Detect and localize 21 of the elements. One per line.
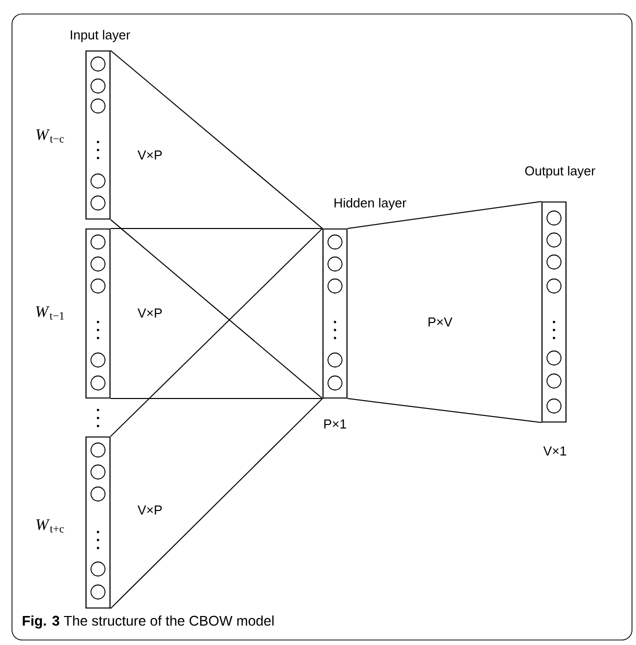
- connection-line: [347, 398, 542, 424]
- weight-label: W$_{t−1}$: [36, 306, 64, 320]
- connection-line: [110, 228, 323, 229]
- connection-line: [110, 228, 323, 437]
- layer-heading: Hidden layer: [334, 198, 406, 210]
- connection-line: [110, 398, 323, 400]
- connection-line: [110, 398, 323, 610]
- matrix-size-label: V×P: [138, 506, 162, 514]
- connection-line: [110, 50, 323, 229]
- dimension-label: V×1: [543, 446, 566, 456]
- matrix-size-label: P×V: [428, 318, 452, 326]
- matrix-size-label: V×P: [138, 308, 162, 318]
- connection-line: [110, 219, 323, 400]
- dimension-label: P×1: [324, 420, 346, 428]
- weight-label: W$_{t−c}$: [36, 129, 64, 143]
- layer-heading: Input layer: [70, 30, 130, 42]
- matrix-size-label: V×P: [138, 150, 162, 160]
- weight-label: W$_{t+c}$: [36, 519, 64, 533]
- connection-line: [347, 200, 542, 229]
- layer-heading: Output layer: [525, 166, 596, 178]
- figure-caption: Fig. 3 The structure of the CBOW model: [22, 615, 274, 629]
